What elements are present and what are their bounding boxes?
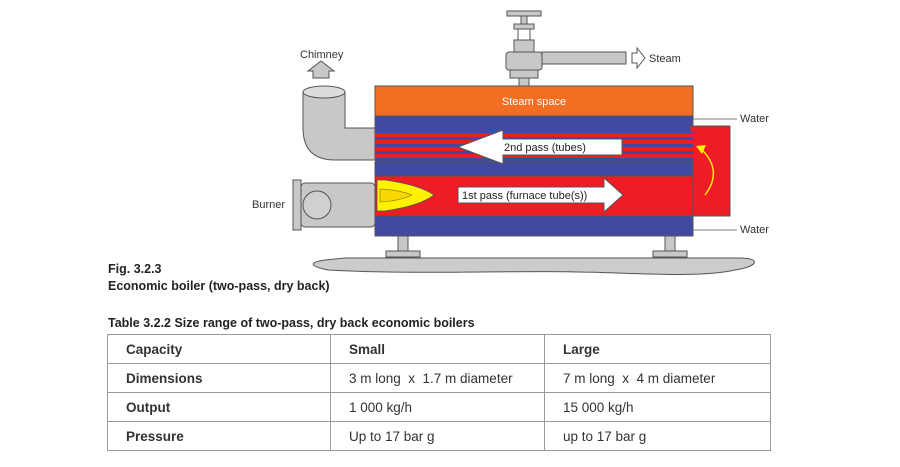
table-title: Table 3.2.2 Size range of two-pass, dry … — [108, 316, 475, 330]
left-support — [385, 235, 421, 258]
water-top-label: Water — [740, 113, 769, 125]
steam-space-label: Steam space — [502, 96, 566, 108]
first-pass-label: 1st pass (furnace tube(s)) — [462, 190, 587, 202]
table-header-row: Capacity Small Large — [107, 334, 771, 364]
header-large: Large — [544, 334, 771, 364]
header-capacity: Capacity — [107, 334, 331, 364]
cell-large: 7 m long x 4 m diameter — [544, 363, 771, 393]
second-pass-arrow — [456, 129, 623, 165]
burner — [292, 179, 376, 231]
second-pass-label: 2nd pass (tubes) — [504, 142, 586, 154]
ground — [312, 257, 755, 275]
flue-duct — [302, 91, 376, 161]
rear-flow-arrow — [699, 147, 714, 196]
steam-space — [374, 85, 694, 117]
boiler-diagram: Chimney Burner Steam space 2nd pass (tub… — [252, 10, 769, 275]
table-row: Output 1 000 kg/h 15 000 kg/h — [107, 392, 771, 422]
water-bottom-label: Water — [740, 224, 769, 236]
row-label: Pressure — [107, 421, 331, 451]
table-row: Dimensions 3 m long x 1.7 m diameter 7 m… — [107, 363, 771, 393]
steam-arrow-icon — [631, 46, 646, 70]
figure-caption: Fig. 3.2.3 Economic boiler (two-pass, dr… — [108, 261, 330, 295]
row-label: Output — [107, 392, 331, 422]
steam-label: Steam — [649, 53, 681, 65]
row-label: Dimensions — [107, 363, 331, 393]
cell-large: 15 000 kg/h — [544, 392, 771, 422]
figure-number: Fig. 3.2.3 — [108, 262, 162, 276]
water-middle — [374, 161, 694, 177]
cell-small: Up to 17 bar g — [330, 421, 545, 451]
rear-chamber — [689, 125, 731, 217]
right-support — [652, 235, 688, 258]
rear-flow-arrowhead-icon — [696, 145, 706, 154]
chimney-outlet — [302, 85, 346, 99]
cell-large: up to 17 bar g — [544, 421, 771, 451]
chimney-arrow-icon — [306, 60, 336, 79]
burner-label: Burner — [252, 199, 285, 211]
first-pass-arrow — [457, 176, 624, 214]
flame-core — [379, 188, 413, 203]
water-lower — [374, 215, 694, 237]
cell-small: 1 000 kg/h — [330, 392, 545, 422]
chimney-label: Chimney — [300, 49, 344, 61]
steam-valve — [505, 10, 627, 87]
cell-small: 3 m long x 1.7 m diameter — [330, 363, 545, 393]
size-range-table: Capacity Small Large Dimensions 3 m long… — [107, 334, 771, 451]
figure-title: Economic boiler (two-pass, dry back) — [108, 279, 330, 293]
table-row: Pressure Up to 17 bar g up to 17 bar g — [107, 421, 771, 451]
header-small: Small — [330, 334, 545, 364]
water-upper — [374, 115, 694, 133]
